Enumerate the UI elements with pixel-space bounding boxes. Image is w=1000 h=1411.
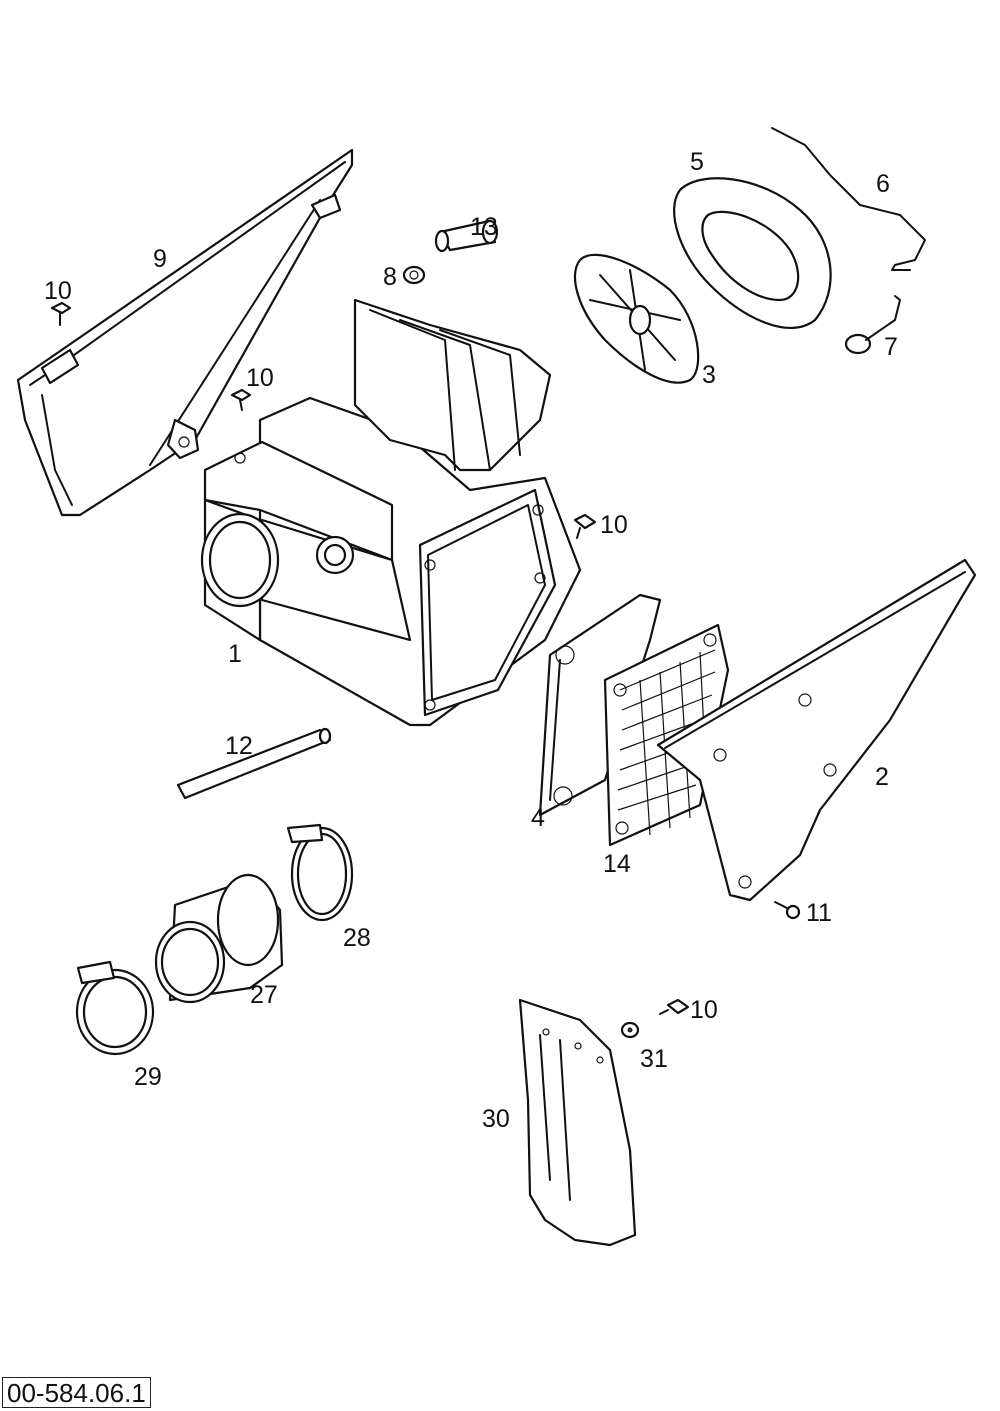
callout-6: 6 <box>876 170 890 198</box>
part-3-filter-cage <box>573 253 700 384</box>
part-4-gasket <box>538 593 662 817</box>
callout-30: 30 <box>482 1105 510 1133</box>
part-28-hose-clamp <box>286 823 354 922</box>
callout-10-lower: 10 <box>690 996 718 1024</box>
callout-14: 14 <box>603 850 631 878</box>
callout-7: 7 <box>884 333 898 361</box>
part-10-screw-upper-left <box>50 301 72 326</box>
callout-31: 31 <box>640 1045 668 1073</box>
callout-9: 9 <box>153 245 167 273</box>
callout-3: 3 <box>702 361 716 389</box>
callout-10-right: 10 <box>600 511 628 539</box>
drawing-number: 00-584.06.1 <box>2 1377 151 1408</box>
callout-10-upper-left: 10 <box>44 277 72 305</box>
callout-12: 12 <box>225 732 253 760</box>
part-31-washer <box>620 1021 640 1039</box>
part-6-wire-clip <box>771 127 926 271</box>
part-10-screw-lower <box>659 998 690 1015</box>
callout-13: 13 <box>470 213 498 241</box>
part-30-mud-flap <box>518 998 637 1247</box>
callout-8: 8 <box>383 263 397 291</box>
callout-1: 1 <box>228 640 242 668</box>
callout-5: 5 <box>690 148 704 176</box>
part-10-screw-right <box>573 513 597 539</box>
callout-11: 11 <box>806 899 832 927</box>
part-1-airbox <box>200 298 582 727</box>
callout-10-middle: 10 <box>246 364 274 392</box>
part-2-right-side-cover <box>656 558 977 902</box>
part-8-nut <box>402 265 426 285</box>
part-7-pin <box>844 295 901 355</box>
callout-27: 27 <box>250 981 278 1009</box>
part-11-screw <box>774 901 801 920</box>
callout-28: 28 <box>343 924 371 952</box>
part-13-sleeve <box>434 219 499 253</box>
part-10-screw-middle <box>230 388 252 411</box>
callout-2: 2 <box>875 763 889 791</box>
callout-29: 29 <box>134 1063 162 1091</box>
part-12-hose <box>176 727 332 800</box>
part-29-hose-clamp <box>75 960 155 1056</box>
part-9-left-side-cover <box>16 148 354 517</box>
part-5-air-filter-element <box>673 177 832 329</box>
callout-4: 4 <box>531 804 545 832</box>
part-27-intake-sleeve <box>154 873 284 1004</box>
